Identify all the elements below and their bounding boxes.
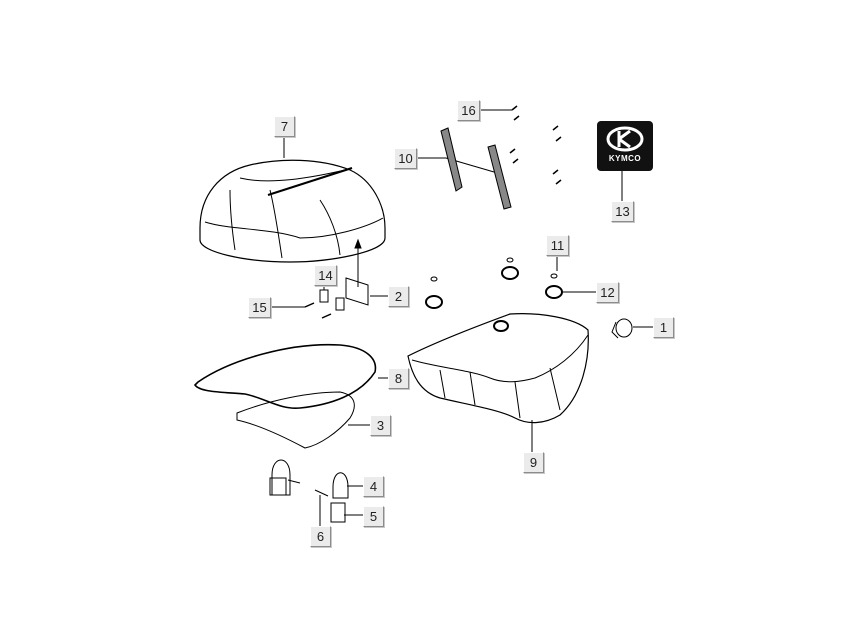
callout-8[interactable]: 8 xyxy=(388,368,409,389)
callout-15[interactable]: 15 xyxy=(248,297,271,318)
callout-11[interactable]: 11 xyxy=(546,235,569,256)
callout-6[interactable]: 6 xyxy=(310,526,331,547)
callout-4[interactable]: 4 xyxy=(363,476,384,497)
callout-14[interactable]: 14 xyxy=(314,265,337,286)
logo-text: KYMCO xyxy=(608,154,642,163)
callout-2[interactable]: 2 xyxy=(388,286,409,307)
callout-16[interactable]: 16 xyxy=(457,100,480,121)
callout-1[interactable]: 1 xyxy=(653,317,674,338)
callout-7[interactable]: 7 xyxy=(274,116,295,137)
callout-13[interactable]: 13 xyxy=(611,201,634,222)
callout-3[interactable]: 3 xyxy=(370,415,391,436)
callout-12[interactable]: 12 xyxy=(596,282,619,303)
callout-5[interactable]: 5 xyxy=(363,506,384,527)
callout-9[interactable]: 9 xyxy=(523,452,544,473)
kymco-logo: KYMCO xyxy=(597,121,653,171)
callout-10[interactable]: 10 xyxy=(394,148,417,169)
